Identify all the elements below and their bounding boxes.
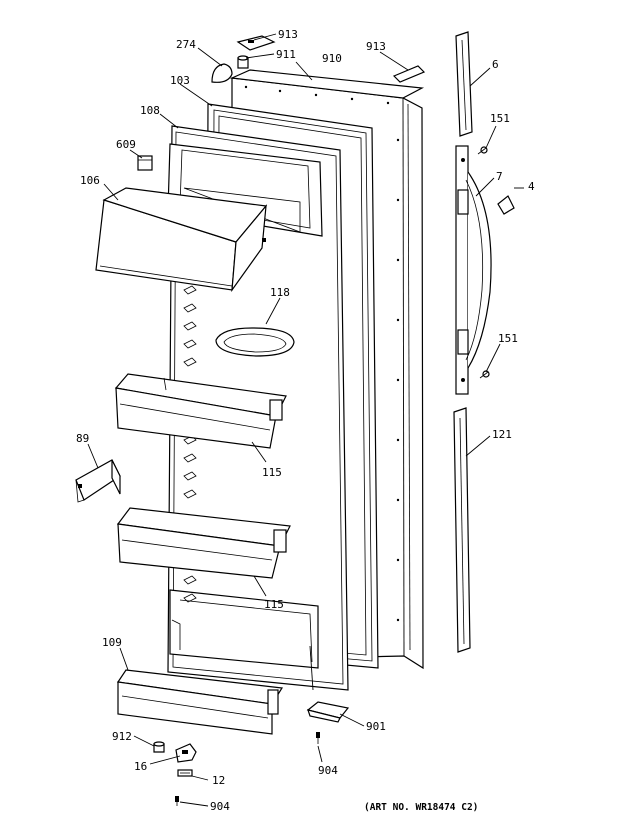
cap-912 [153,741,165,753]
bushing-274 [211,63,233,83]
label-7: 7 [496,170,503,183]
label-904-right: 904 [318,764,338,777]
hinge-cap-911 [237,55,249,69]
label-911: 911 [276,48,296,61]
label-912: 912 [112,730,132,743]
shelf-insert [75,459,121,503]
label-609: 609 [116,138,136,151]
label-16: 16 [134,760,147,773]
shelf-bin-upper [114,373,287,449]
label-4: 4 [528,180,535,193]
label-12: 12 [212,774,225,787]
screw-904-right [316,732,320,744]
hinge-16 [175,743,197,763]
screw-151-lower [479,370,490,379]
label-108: 108 [140,104,160,117]
bottom-bin [116,669,284,735]
art-number: (ART NO. WR18474 C2) [364,802,478,813]
label-913-top: 913 [278,28,298,41]
shim-12 [177,769,193,777]
handle-cap-609 [137,155,153,171]
door-stop-913 [392,65,426,83]
label-89: 89 [76,432,89,445]
screw-151-upper [477,146,488,155]
label-904-bottom: 904 [210,800,230,813]
leader-lines [87,33,524,807]
part-labels: 913 274 911 910 913 6 103 108 151 609 7 … [76,28,535,813]
label-121: 121 [492,428,512,441]
label-913-right: 913 [366,40,386,53]
label-151-lower: 151 [498,332,518,345]
label-151-upper: 151 [490,112,510,125]
label-901: 901 [366,720,386,733]
dairy-bin [95,187,268,293]
label-910: 910 [322,52,342,65]
label-103: 103 [170,74,190,87]
handle-trim-upper [455,31,473,137]
label-6: 6 [492,58,499,71]
label-115-lower: 115 [264,598,284,611]
screw-904-bottom [175,796,179,806]
label-118: 118 [270,286,290,299]
handle-trim-lower [453,407,471,653]
handle [455,145,492,395]
hinge-cover-901 [306,701,350,723]
hinge-bracket-913 [236,35,276,51]
butter-conditioner [215,327,295,357]
label-115-upper: 115 [262,466,282,479]
label-106: 106 [80,174,100,187]
label-109: 109 [102,636,122,649]
handle-insert-4 [497,195,515,215]
shelf-bin-lower [116,507,291,579]
label-274: 274 [176,38,196,51]
